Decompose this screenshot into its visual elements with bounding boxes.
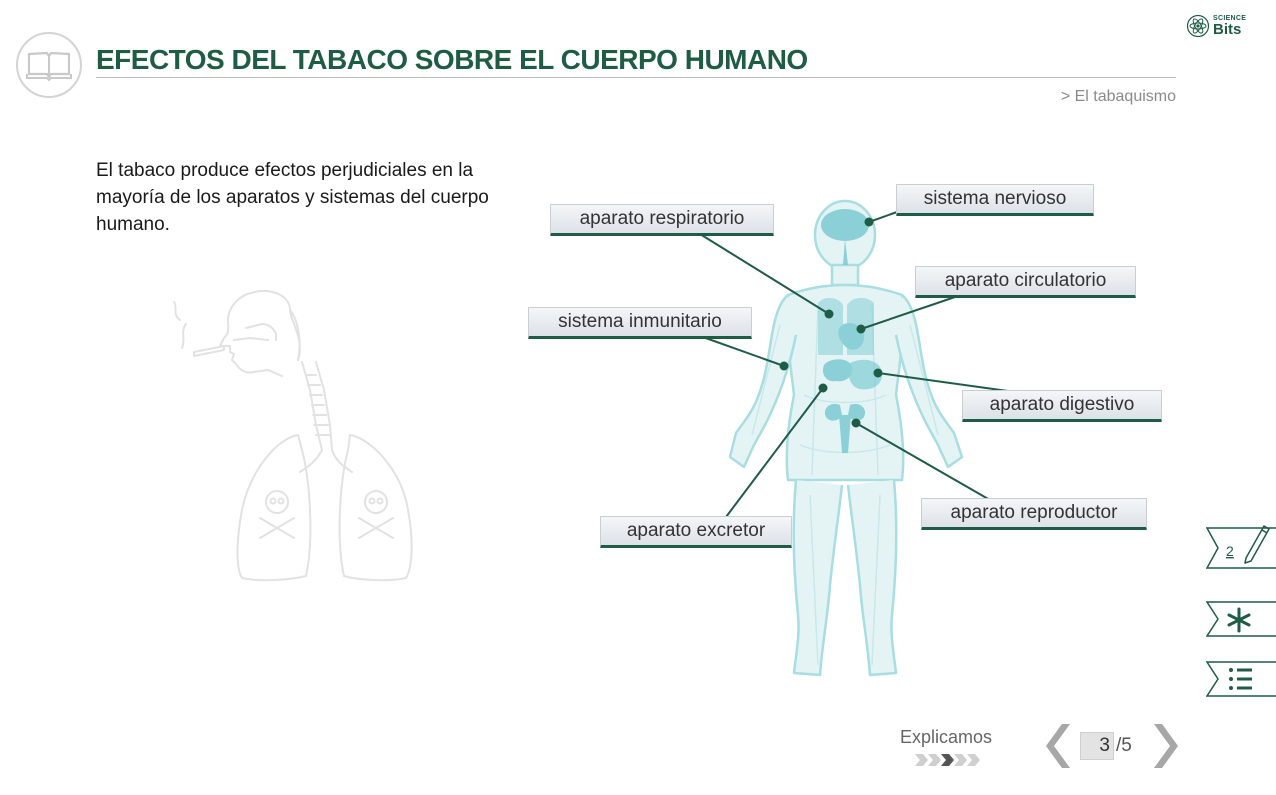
label-digestive-system[interactable]: aparato digestivo (962, 390, 1162, 422)
section-label: Explicamos (900, 727, 993, 747)
page-number-input[interactable]: 3 (1080, 732, 1114, 760)
key-concepts-tab[interactable] (1205, 600, 1276, 638)
atom-icon (1186, 14, 1210, 38)
progress-step (967, 754, 980, 766)
list-icon (1229, 668, 1252, 690)
previous-page-button[interactable] (1046, 722, 1074, 770)
section-progress (915, 754, 980, 766)
breadcrumb[interactable]: > El tabaquismo (1060, 88, 1176, 105)
label-excretory-system[interactable]: aparato excretor (600, 516, 792, 548)
label-circulatory-system[interactable]: aparato circulatorio (915, 266, 1136, 298)
next-page-button[interactable] (1150, 722, 1178, 770)
book-icon (16, 32, 82, 98)
progress-step (928, 754, 941, 766)
smoker-lungs-illustration (173, 290, 413, 582)
index-tab[interactable] (1205, 660, 1276, 698)
label-reproductive-system[interactable]: aparato reproductor (921, 498, 1147, 530)
logo-line-2: Bits (1213, 21, 1242, 38)
label-nervous-system[interactable]: sistema nervioso (896, 184, 1094, 216)
intro-text: El tabaco produce efectos perjudiciales … (96, 160, 489, 235)
page-title: EFECTOS DEL TABACO SOBRE EL CUERPO HUMAN… (96, 44, 808, 75)
notes-tab[interactable]: 2 (1205, 522, 1276, 570)
progress-step (941, 754, 954, 766)
label-immune-system[interactable]: sistema inmunitario (528, 307, 752, 339)
notes-count: 2 (1226, 543, 1234, 559)
asterisk-icon (1227, 607, 1251, 633)
page-total: /5 (1116, 735, 1132, 756)
logo-line-1: SCIENCE (1213, 15, 1247, 22)
science-bits-logo: SCIENCE Bits (1186, 14, 1246, 38)
page-indicator: 3 /5 (1080, 732, 1132, 760)
title-divider (96, 77, 1176, 78)
progress-step (954, 754, 967, 766)
label-respiratory-system[interactable]: aparato respiratorio (550, 204, 774, 236)
progress-step (915, 754, 928, 766)
pencil-icon (1244, 525, 1270, 564)
